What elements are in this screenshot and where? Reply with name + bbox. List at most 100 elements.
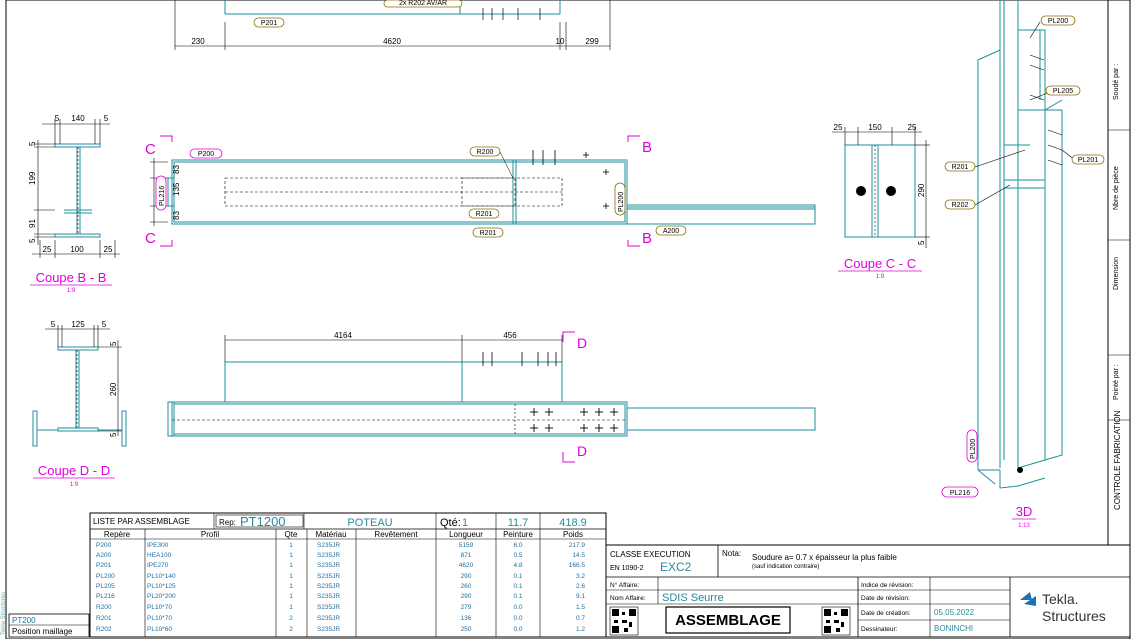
rep-value: PT1200: [240, 514, 286, 529]
svg-text:260: 260: [461, 583, 472, 590]
cut-letter: C: [145, 230, 156, 247]
top-view: P201 2x R202 AV/AR 230 4620 10 299: [174, 0, 611, 50]
mark-tag: R202: [952, 202, 969, 209]
svg-text:1: 1: [289, 562, 293, 569]
svg-text:1: 1: [289, 552, 293, 559]
svg-text:S235JR: S235JR: [317, 593, 340, 600]
mark-tag: R201: [476, 211, 493, 218]
title-block: CLASSE EXECUTION EN 1090-2 EXC2 Nota: So…: [605, 544, 1131, 638]
dimension-text: 260: [109, 382, 118, 396]
svg-text:P201: P201: [96, 562, 112, 569]
view-3d-scale: 1:13: [1018, 523, 1030, 529]
svg-text:IPE270: IPE270: [147, 562, 169, 569]
qty-value: 1: [462, 517, 468, 529]
dimension-text: 5: [102, 320, 107, 329]
svg-text:0.1: 0.1: [513, 593, 522, 600]
dimension-text: 199: [28, 171, 37, 185]
svg-text:14.5: 14.5: [572, 552, 585, 559]
dimension-text: 83: [172, 165, 181, 174]
mark-tag: PL205: [1053, 88, 1073, 95]
column-header: Peinture: [503, 530, 533, 539]
note-label: Nota:: [722, 549, 741, 558]
svg-text:217.9: 217.9: [569, 542, 586, 549]
dimension-text: 91: [28, 219, 37, 228]
mark-tag: PL216: [159, 186, 166, 206]
svg-text:290: 290: [461, 593, 472, 600]
dimension-text: 25: [908, 123, 917, 132]
cut-letter: D: [577, 335, 587, 351]
view-3d: PL200 PL205 PL201 R201 R202 PL200 PL216 …: [941, 0, 1105, 529]
section-bb-scale: 1:9: [67, 288, 76, 294]
parts-list: LISTE PAR ASSEMBLAGE Rep: PT1200 POTEAU …: [89, 512, 607, 638]
mark-tag: P200: [198, 151, 214, 158]
dimension-text: 25: [104, 245, 113, 254]
svg-text:PL216: PL216: [96, 593, 115, 600]
section-bb: 5 140 5 5 199 91 5 25 100 25 Coupe B - B…: [28, 114, 120, 294]
creation-value: 05.05.2022: [934, 608, 975, 617]
logo-line1: Tekla.: [1042, 591, 1079, 607]
svg-text:1.5: 1.5: [576, 604, 585, 611]
column-header: Profil: [201, 530, 219, 539]
svg-text:R202: R202: [96, 626, 112, 633]
dimension-text: 5: [51, 320, 56, 329]
svg-text:PL200: PL200: [96, 573, 115, 580]
column-header: Revêtement: [374, 530, 418, 539]
dimension-text: 140: [71, 114, 85, 123]
svg-text:HEA100: HEA100: [147, 552, 172, 559]
svg-text:250: 250: [461, 626, 472, 633]
svg-text:166.5: 166.5: [569, 562, 586, 569]
logo-line2: Structures: [1042, 608, 1106, 624]
rev-index-label: Indice de révision:: [861, 582, 914, 589]
dimension-text: 299: [585, 37, 599, 46]
dimension-text: 4164: [334, 331, 352, 340]
cut-letter: B: [642, 139, 652, 156]
affaire-no-label: N° Affaire:: [610, 581, 639, 589]
svg-text:290: 290: [461, 573, 472, 580]
svg-text:9.1: 9.1: [576, 593, 585, 600]
svg-text:PL10*140: PL10*140: [147, 573, 176, 580]
section-dd: 5 125 5 5 260 5 Coupe D - D 1:9: [32, 320, 127, 488]
svg-text:S235JR: S235JR: [317, 604, 340, 611]
cut-letter: B: [642, 230, 652, 247]
qty-label: Qté:: [440, 517, 461, 529]
svg-text:2: 2: [289, 626, 293, 633]
column-header: Repère: [104, 530, 131, 539]
right-label-soude: Soudé par :: [1113, 64, 1120, 100]
section-cc: 25 150 25 290 5 Coupe C - C 1:9: [832, 123, 930, 280]
svg-text:279: 279: [461, 604, 472, 611]
svg-text:136: 136: [461, 615, 472, 622]
dimension-text: 25: [834, 123, 843, 132]
exec-class-label: CLASSE EXECUTION: [610, 550, 691, 559]
svg-text:2.6: 2.6: [576, 583, 585, 590]
dimension-text: 5: [109, 432, 118, 437]
svg-text:0.0: 0.0: [513, 615, 522, 622]
assembly-name: POTEAU: [347, 517, 392, 529]
mark-tag: PL200: [1048, 18, 1068, 25]
exec-value: EXC2: [660, 560, 692, 574]
dimension-text: 5: [28, 238, 37, 243]
right-label-nbre: Nbre de pièce: [1113, 166, 1120, 210]
svg-text:S235JR: S235JR: [317, 615, 340, 622]
tekla-logo-icon: [1020, 592, 1036, 606]
cut-letter: C: [145, 141, 156, 158]
svg-text:1: 1: [289, 604, 293, 611]
dimension-text: 25: [43, 245, 52, 254]
svg-text:S235JR: S235JR: [317, 583, 340, 590]
dimension-text: 5: [109, 341, 118, 346]
creation-label: Date de création:: [861, 610, 911, 617]
dimension-text: 100: [70, 245, 84, 254]
dimension-text: 83: [172, 211, 181, 220]
svg-text:0.1: 0.1: [513, 583, 522, 590]
svg-text:S235JR: S235JR: [317, 552, 340, 559]
svg-text:4.8: 4.8: [513, 562, 522, 569]
svg-text:0.5: 0.5: [513, 552, 522, 559]
svg-text:1.2: 1.2: [576, 626, 585, 633]
total-paint: 11.7: [508, 517, 529, 529]
mark-tag: P201: [261, 20, 277, 27]
exec-norm: EN 1090-2: [610, 565, 644, 572]
mark-tag: 2x R202 AV/AR: [399, 0, 447, 7]
